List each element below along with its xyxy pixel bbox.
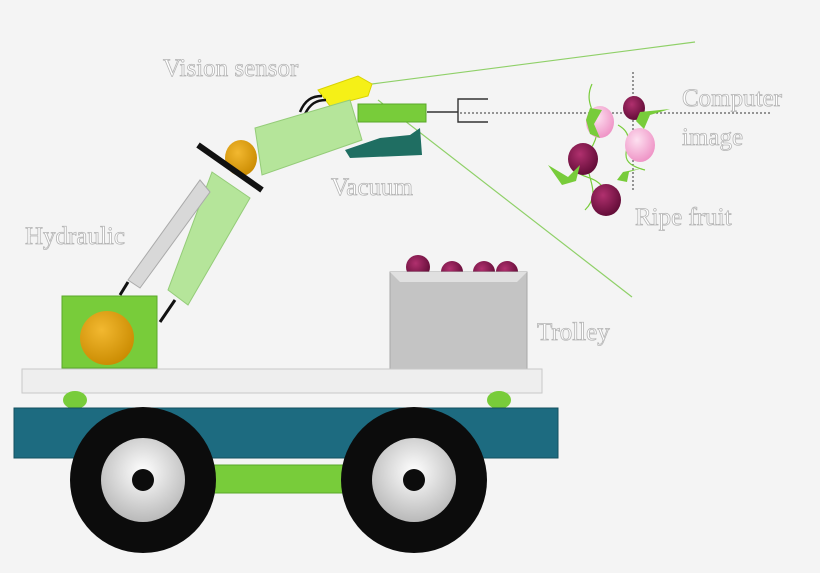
label-computer-image-2: image: [682, 124, 743, 151]
hydraulic-cylinder: [127, 179, 211, 289]
arm-lower-segment: [167, 171, 251, 306]
end-effector: [357, 103, 427, 123]
axle: [199, 464, 361, 494]
unripe-fruit: [625, 128, 655, 162]
ripe-fruit: [591, 184, 621, 216]
arm-upper-segment: [254, 99, 363, 176]
platform: [21, 368, 543, 394]
label-trolley: Trolley: [537, 319, 610, 346]
wheel-left: [70, 407, 216, 553]
label-computer-image-1: Computer: [682, 85, 783, 112]
joint-plate: [196, 142, 264, 193]
label-vision-sensor: Vision sensor: [163, 55, 299, 82]
leaves: [548, 108, 670, 185]
vision-sensor: [317, 75, 373, 107]
wheel-right: [341, 407, 487, 553]
ripe-fruit: [568, 143, 598, 175]
gripper: [427, 98, 488, 123]
base-motor: [80, 311, 134, 365]
fruit-cluster: [548, 83, 670, 216]
trolley-bin: [389, 255, 528, 370]
vacuum: [345, 128, 422, 158]
label-ripe-fruit: Ripe fruit: [635, 204, 732, 231]
label-vacuum: Vacuum: [331, 174, 413, 201]
label-hydraulic: Hydraulic: [25, 223, 125, 250]
